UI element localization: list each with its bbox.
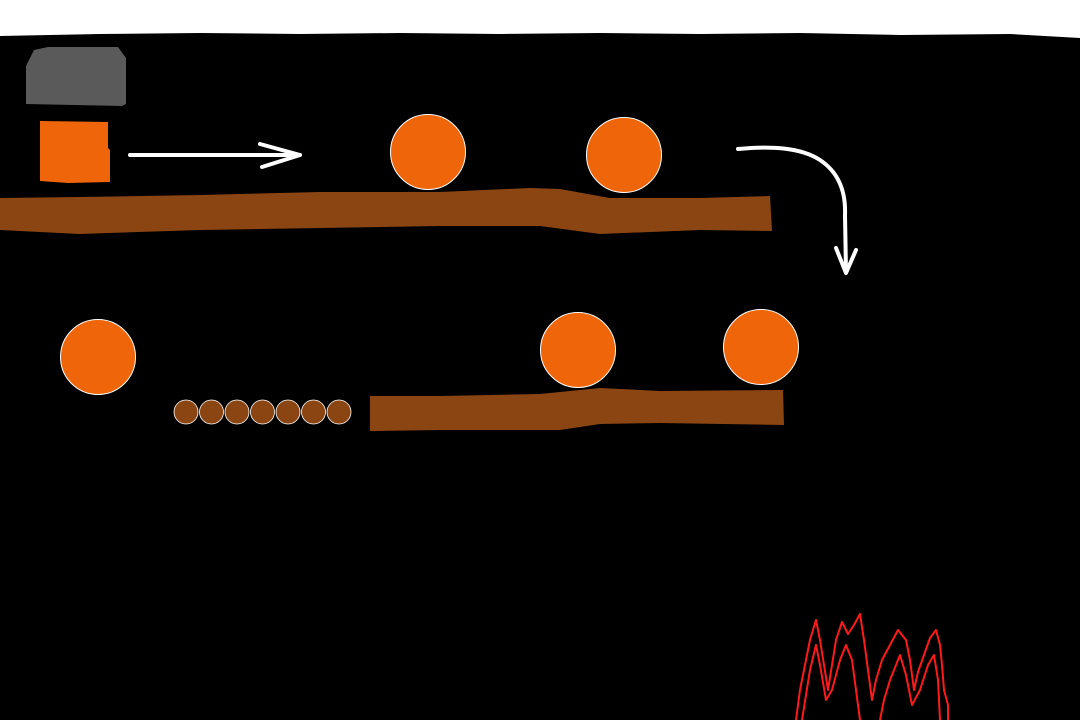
ball-lower-2[interactable] (723, 309, 799, 385)
sky-strip (0, 0, 1080, 38)
stone-block (26, 47, 126, 106)
chain-ball (173, 399, 199, 425)
lower-platform (370, 388, 784, 431)
chain-ball (250, 399, 275, 425)
ball-lower-1[interactable] (540, 312, 616, 388)
chain-ball (301, 399, 326, 425)
arrow-right-icon (128, 142, 302, 169)
chain-ball (199, 399, 224, 425)
ball-upper-1[interactable] (390, 114, 466, 190)
ball-left[interactable] (60, 319, 136, 395)
ball-upper-2[interactable] (586, 117, 662, 193)
chain-ball (275, 399, 301, 425)
fire-hazard-icon (795, 613, 949, 720)
brown-ball-chain (173, 399, 352, 425)
player-square[interactable] (40, 121, 110, 183)
curved-arrow-down-icon (736, 145, 858, 275)
upper-platform (0, 188, 772, 234)
chain-ball (326, 399, 352, 425)
chain-ball (224, 399, 250, 425)
